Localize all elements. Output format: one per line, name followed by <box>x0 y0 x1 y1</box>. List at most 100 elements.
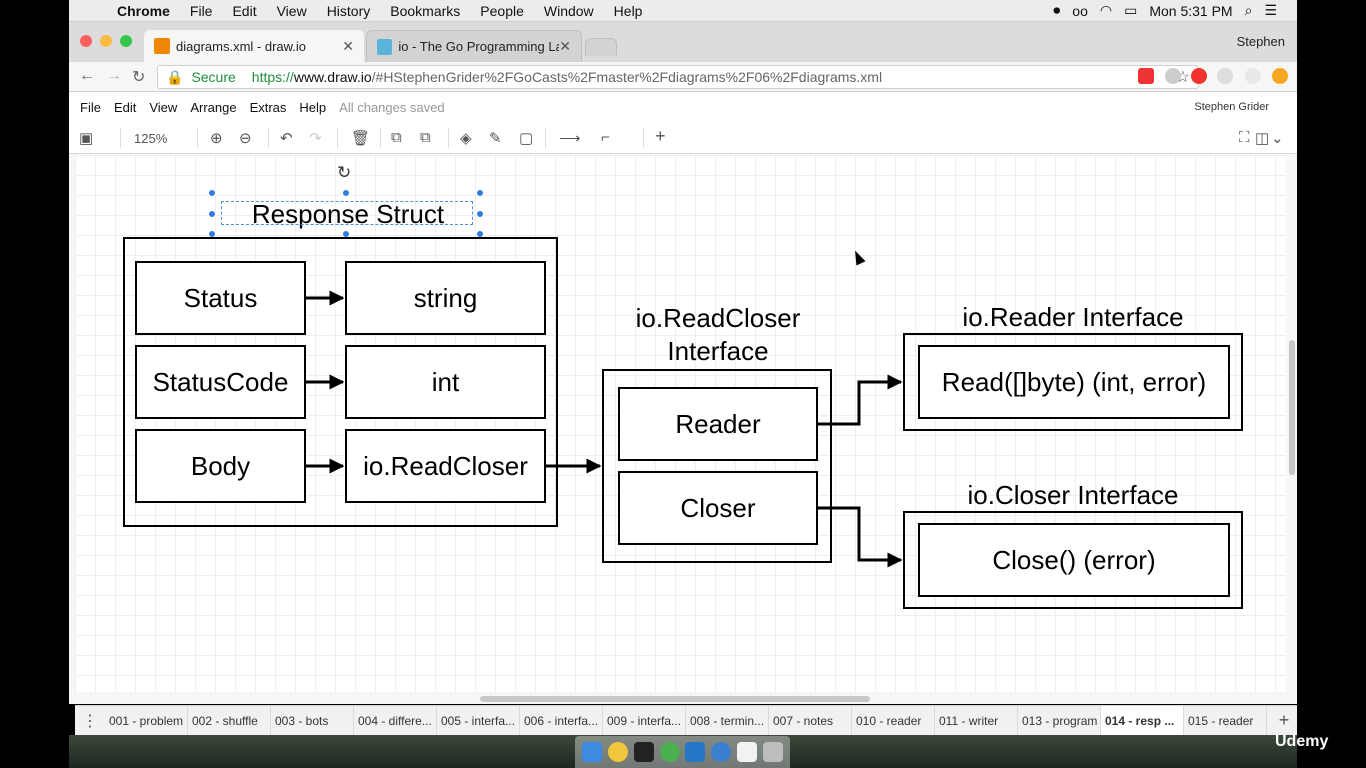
menu-help[interactable]: Help <box>613 2 643 19</box>
tab-go-docs[interactable]: io - The Go Programming Lang ✕ <box>366 30 582 62</box>
page-tab[interactable]: 005 - interfa... <box>437 705 520 736</box>
vertical-scrollbar[interactable] <box>1289 340 1295 475</box>
menu-window[interactable]: Window <box>543 2 594 19</box>
horizontal-scrollbar[interactable] <box>480 696 870 702</box>
url-input[interactable]: 🔒 Secure https://www.draw.io/#HStephenGr… <box>157 65 1199 89</box>
line-color-icon[interactable]: ✎ <box>489 130 502 147</box>
wifi-icon[interactable]: ◠ <box>1099 2 1113 18</box>
app-menu[interactable]: Chrome <box>117 2 170 19</box>
type-int[interactable]: int <box>345 345 546 419</box>
page-tab[interactable]: 009 - interfa... <box>603 705 686 736</box>
menu-history[interactable]: History <box>326 2 371 19</box>
collapse-icon[interactable]: ⌄ <box>1271 130 1284 147</box>
resize-handle[interactable] <box>476 189 484 197</box>
extension-orange-icon[interactable] <box>1272 68 1288 84</box>
resize-handle[interactable] <box>476 210 484 218</box>
menu-edit[interactable]: Edit <box>232 2 257 19</box>
new-tab-button[interactable] <box>585 38 617 56</box>
back-icon[interactable]: ← <box>79 67 95 84</box>
readcloser-container[interactable] <box>602 369 832 563</box>
zoom-in-icon[interactable]: ⊕ <box>210 130 223 147</box>
member-reader[interactable]: Reader <box>618 387 818 461</box>
page-tab[interactable]: 001 - problem <box>105 705 188 736</box>
close-icon[interactable]: ✕ <box>342 37 354 54</box>
rotate-icon[interactable]: ↻ <box>337 163 352 182</box>
closer-interface-label[interactable]: io.Closer Interface <box>967 480 1179 510</box>
drawio-menu-view[interactable]: View <box>149 99 178 115</box>
fullscreen-icon[interactable]: ⛶ <box>1239 129 1250 146</box>
connection-icon[interactable]: ⟶ <box>559 130 581 147</box>
chrome-icon[interactable] <box>607 742 628 762</box>
page-tab[interactable]: 010 - reader <box>852 705 935 736</box>
close-icon[interactable]: ✕ <box>559 38 571 54</box>
type-io-readcloser[interactable]: io.ReadCloser <box>345 429 546 503</box>
waypoints-icon[interactable]: ⌐ <box>601 129 610 146</box>
page-tab[interactable]: 013 - program <box>1018 705 1101 736</box>
undo-icon[interactable]: ↶ <box>280 130 293 147</box>
pocket-icon[interactable] <box>1245 68 1261 84</box>
notification-list-icon[interactable]: ☰ <box>1264 2 1277 18</box>
minimize-window-button[interactable] <box>100 35 112 47</box>
drawio-menu-extras[interactable]: Extras <box>249 99 287 115</box>
drawio-menu-help[interactable]: Help <box>299 99 327 115</box>
response-struct-container[interactable] <box>123 237 558 527</box>
reader-interface-label[interactable]: io.Reader Interface <box>962 302 1184 332</box>
zoom-out-icon[interactable]: ⊖ <box>239 130 252 147</box>
opera-icon[interactable] <box>1191 68 1207 84</box>
zoom-level[interactable]: 125% <box>134 131 168 146</box>
page-tab[interactable]: 007 - notes <box>769 705 852 736</box>
document-icon[interactable] <box>737 742 758 762</box>
menu-view[interactable]: View <box>276 2 307 19</box>
finder-icon[interactable] <box>581 742 602 762</box>
zoom-window-button[interactable] <box>120 35 132 47</box>
drawio-menu-arrange[interactable]: Arrange <box>190 99 237 115</box>
reader-interface-container[interactable] <box>903 333 1243 431</box>
clock[interactable]: Mon 5:31 PM <box>1149 2 1233 19</box>
spotlight-search-icon[interactable]: ⌕ <box>1244 2 1253 18</box>
record-icon[interactable]: ⏺ <box>1053 2 1061 18</box>
app-blue-icon[interactable] <box>711 742 732 762</box>
page-tab[interactable]: 014 - resp ... <box>1101 705 1184 736</box>
shadow-icon[interactable]: ▢ <box>519 130 534 147</box>
readcloser-label-line2[interactable]: Interface <box>667 336 769 366</box>
menu-bookmarks[interactable]: Bookmarks <box>390 2 461 19</box>
delete-icon[interactable]: 🗑 <box>351 130 371 147</box>
trash-icon[interactable] <box>763 742 784 762</box>
redo-icon[interactable]: ↷ <box>309 130 322 147</box>
readcloser-label-line1[interactable]: io.ReadCloser <box>635 303 801 333</box>
glasses-icon[interactable]: oo <box>1072 2 1088 19</box>
app-green-icon[interactable] <box>659 742 680 762</box>
to-front-icon[interactable]: ⧉ <box>391 129 402 146</box>
panel-toggle-icon[interactable]: ◫ <box>1255 130 1270 147</box>
close-method[interactable]: Close() (error) <box>918 523 1230 597</box>
vscode-icon[interactable] <box>685 742 706 762</box>
resize-handle[interactable] <box>208 210 216 218</box>
member-closer[interactable]: Closer <box>618 471 818 545</box>
page-tab[interactable]: 011 - writer <box>935 705 1018 736</box>
battery-icon[interactable]: ▭ <box>1124 2 1138 18</box>
page-tab[interactable]: 002 - shuffle <box>188 705 271 736</box>
to-back-icon[interactable]: ⧉ <box>420 129 431 146</box>
menu-people[interactable]: People <box>480 2 524 19</box>
insert-icon[interactable]: + <box>655 126 666 146</box>
field-status[interactable]: Status <box>135 261 306 335</box>
resize-handle[interactable] <box>342 189 350 197</box>
extension-icon[interactable] <box>1138 68 1154 84</box>
page-tab[interactable]: 003 - bots <box>271 705 354 736</box>
field-statuscode[interactable]: StatusCode <box>135 345 306 419</box>
add-page-icon[interactable]: + <box>1278 710 1290 730</box>
secure-lock-icon[interactable]: 🔒 <box>166 68 184 85</box>
drawio-menu-file[interactable]: File <box>80 99 101 115</box>
page-tab[interactable]: 015 - reader <box>1184 705 1267 736</box>
field-body[interactable]: Body <box>135 429 306 503</box>
extension-cloud-icon[interactable] <box>1165 68 1181 84</box>
resize-handle[interactable] <box>208 189 216 197</box>
terminal-icon[interactable] <box>633 742 654 762</box>
closer-interface-container[interactable] <box>903 511 1243 609</box>
profile-name[interactable]: Stephen <box>1236 34 1285 49</box>
close-window-button[interactable] <box>80 35 92 47</box>
type-string[interactable]: string <box>345 261 546 335</box>
reload-icon[interactable]: ↻ <box>132 69 146 86</box>
forward-icon[interactable]: → <box>106 67 122 84</box>
format-panel-icon[interactable]: ▣ <box>79 130 94 147</box>
